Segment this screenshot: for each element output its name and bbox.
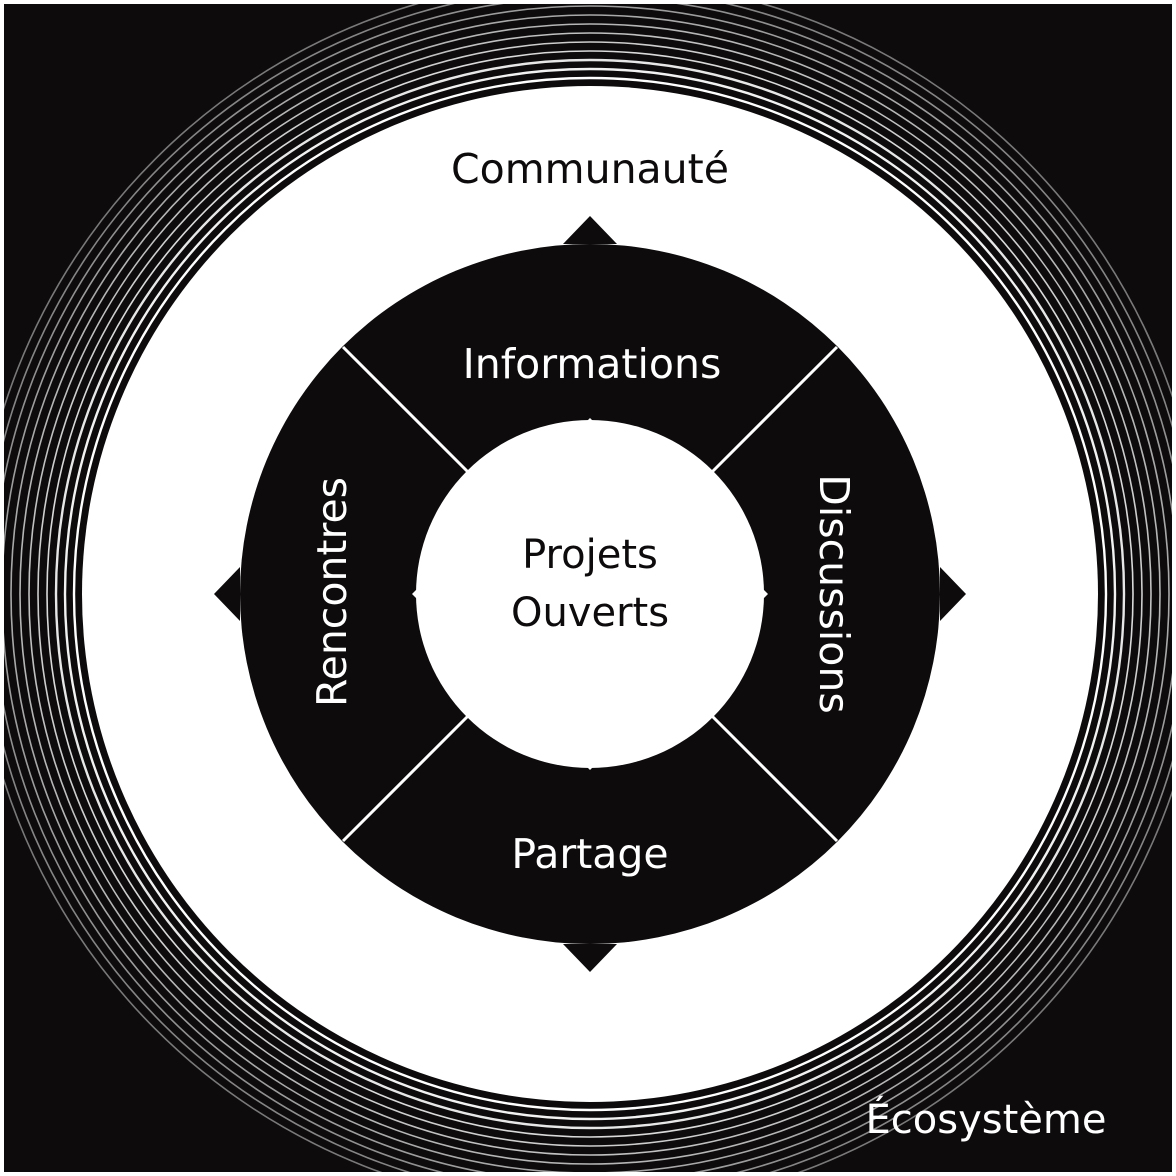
ecosystem-label: Écosystème [866, 1095, 1107, 1143]
ecosystem-ring [54, 58, 1126, 1130]
ecosystem-ring [4, 5, 1172, 1172]
ecosystem-ring [46, 50, 1134, 1138]
ecosystem-ring [28, 32, 1152, 1156]
separator-top-right [708, 345, 839, 476]
center-notch-bottom [570, 750, 610, 770]
separator-bottom-left [341, 712, 472, 843]
ecosystem-ring [37, 41, 1143, 1147]
arrow-right [940, 567, 966, 621]
arrow-bottom [563, 944, 617, 972]
segment-label-left: Rencontres [308, 477, 356, 707]
community-label: Communauté [451, 145, 729, 193]
segment-label-bottom: Partage [511, 830, 668, 878]
center-hub [412, 418, 768, 770]
center-notch-top [570, 418, 610, 438]
arrow-left [214, 567, 240, 621]
separator-top-left [341, 345, 472, 476]
segment-label-top: Informations [463, 340, 722, 388]
ecosystem-ring [19, 23, 1161, 1165]
separator-bottom-right [708, 712, 839, 843]
segment-label-right: Discussions [810, 474, 858, 713]
ecosystem-ring [10, 14, 1170, 1172]
center-label-line2: Ouverts [511, 590, 669, 636]
ecosystem-ring [72, 76, 1108, 1112]
arrow-top [563, 216, 617, 244]
center-notch-right [748, 574, 768, 614]
center-label-line1: Projets [522, 532, 658, 578]
ecosystem-ring [63, 67, 1117, 1121]
center-circle [416, 420, 764, 768]
center-notch-left [412, 574, 432, 614]
